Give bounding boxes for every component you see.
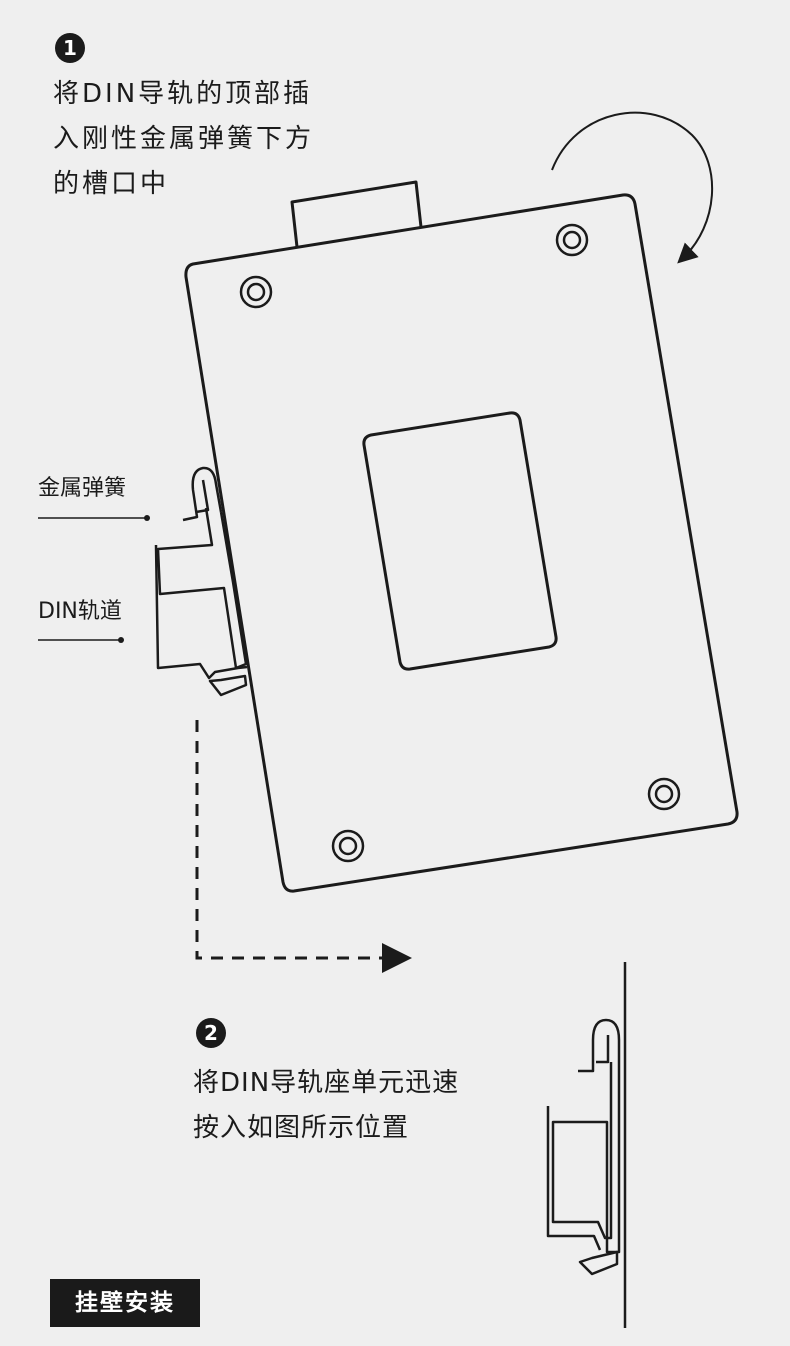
device-body [184,180,739,893]
device-top-tab [290,180,423,248]
step-1-line-3: 的槽口中 [53,169,170,199]
device-label-window [362,411,558,671]
din-rail-mounted [551,1062,621,1254]
din-rail-tilted [156,507,248,670]
screw-bottom-right [647,777,681,811]
callout-leader-spring [38,515,150,521]
step-2-line-1: 将DIN导轨座单元迅速 [193,1068,460,1098]
screw-top-right [555,223,589,257]
metal-spring-tilted [182,466,223,522]
step-2-instruction: 将DIN导轨座单元迅速 按入如图所示位置 [193,1061,459,1151]
metal-spring-mounted [578,1018,621,1073]
callout-spring-label: 金属弹簧 [38,476,127,501]
device-case [184,193,739,893]
callout-rail-label: DIN轨道 [38,599,122,624]
step-1-instruction: 将DIN导轨的顶部插 入刚性金属弹簧下方 的槽口中 [53,72,314,207]
step-1-badge: 1 [55,33,85,63]
callout-leader-rail [38,637,124,643]
screw-bottom-left [331,829,365,863]
step-1-line-2: 入刚性金属弹簧下方 [53,124,315,154]
wall-mount-tag: 挂壁安装 [50,1279,200,1327]
screw-top-left [239,275,273,309]
rotation-arrow-icon [551,111,714,264]
move-arrow-dashed [195,720,412,973]
step-1-line-1: 将DIN导轨的顶部插 [53,79,313,109]
din-clip-tilted [154,466,248,697]
step-2-line-2: 按入如图所示位置 [193,1113,410,1143]
step-2-badge: 2 [196,1018,226,1048]
din-clip-mounted [546,1018,621,1276]
